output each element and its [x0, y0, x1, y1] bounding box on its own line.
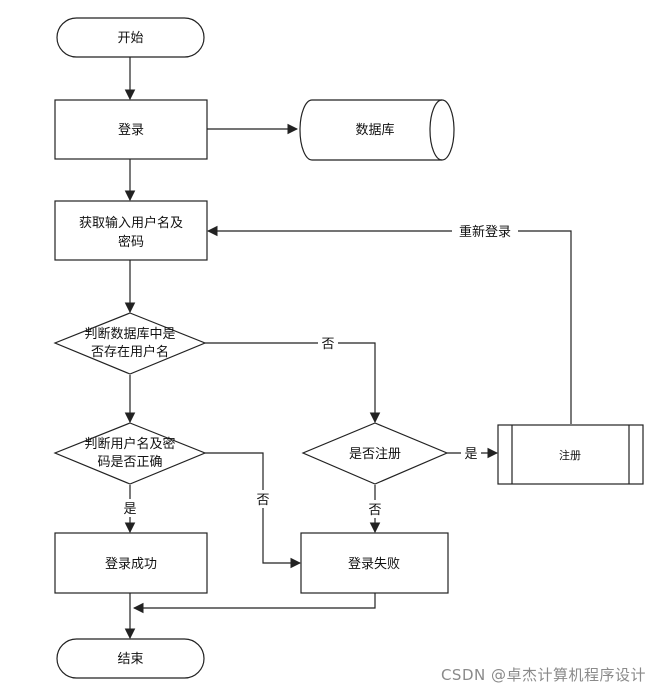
node-database: 数据库 — [299, 99, 455, 161]
edge-checkpwd-no — [205, 452, 302, 569]
edge-fail-merge — [132, 593, 376, 614]
node-fail-label: 登录失败 — [348, 557, 400, 572]
node-get-input-label-line1: 获取输入用户名及 — [79, 215, 183, 231]
node-check-pwd-label-line2: 码是否正确 — [97, 455, 162, 470]
node-check-user: 判断数据库中是 否存在用户名 — [53, 312, 207, 375]
node-get-input-label-line2: 密码 — [118, 234, 144, 250]
node-check-user-label-line2: 否存在用户名 — [91, 344, 169, 360]
node-check-pwd-label-line1: 判断用户名及密 — [84, 436, 175, 452]
node-success: 登录成功 — [54, 532, 208, 594]
edge-label-pwd-yes: 是 — [123, 502, 136, 517]
node-start-label: 开始 — [117, 31, 143, 46]
edge-label-user-no: 否 — [321, 337, 334, 352]
node-get-input: 获取输入用户名及 密码 — [54, 200, 208, 261]
node-login: 登录 — [54, 99, 208, 160]
edge-label-reg-yes: 是 — [464, 447, 477, 462]
edge-checkuser-no — [205, 342, 381, 424]
node-register: 注册 — [497, 424, 644, 485]
node-registered-label: 是否注册 — [349, 447, 401, 462]
edge-register-relogin — [206, 225, 572, 424]
node-register-label: 注册 — [559, 448, 581, 462]
node-check-pwd: 判断用户名及密 码是否正确 — [53, 422, 207, 485]
node-success-label: 登录成功 — [105, 557, 157, 572]
node-end-label: 结束 — [117, 652, 143, 667]
watermark: CSDN @卓杰计算机程序设计 — [440, 666, 646, 684]
node-start: 开始 — [56, 17, 205, 58]
node-fail: 登录失败 — [300, 532, 449, 594]
node-registered: 是否注册 — [301, 422, 449, 485]
node-database-label: 数据库 — [355, 122, 394, 138]
node-check-user-label-line1: 判断数据库中是 — [84, 326, 175, 342]
node-end: 结束 — [56, 638, 205, 679]
edge-label-reg-no: 否 — [368, 503, 381, 518]
edge-label-pwd-no: 否 — [256, 493, 269, 508]
edge-label-relogin: 重新登录 — [459, 224, 511, 240]
node-login-label: 登录 — [118, 123, 144, 138]
